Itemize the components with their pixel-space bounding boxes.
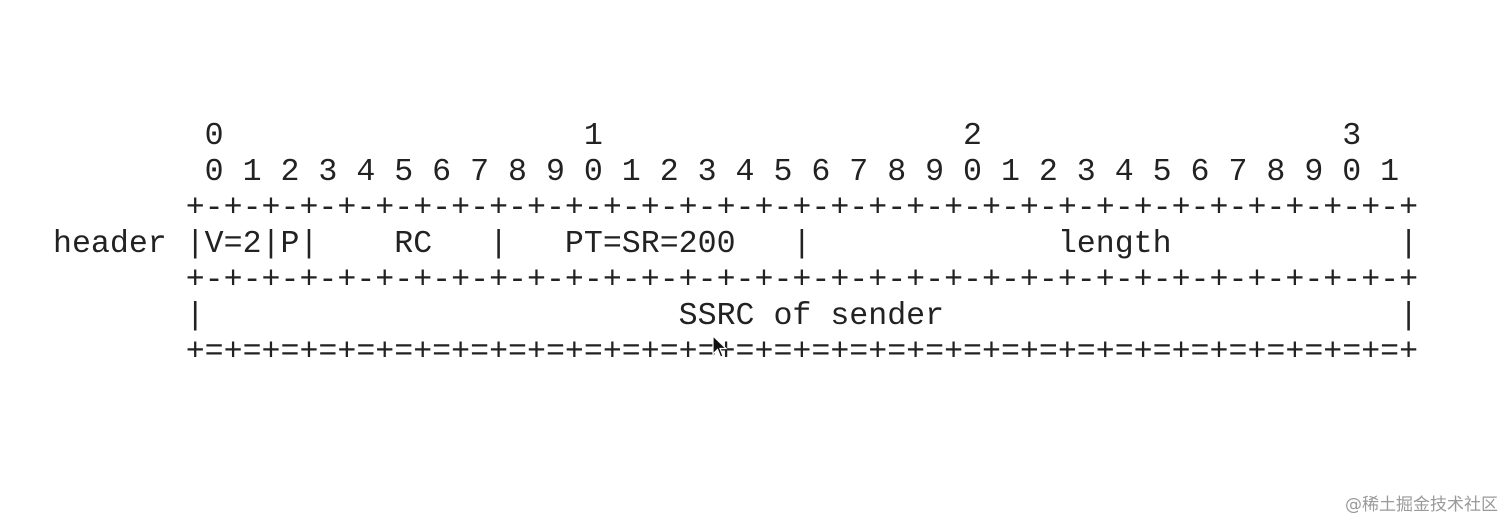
section-border-row: +=+=+=+=+=+=+=+=+=+=+=+=+=+=+=+=+=+=+=+=… [53, 335, 1419, 370]
border-row: +-+-+-+-+-+-+-+-+-+-+-+-+-+-+-+-+-+-+-+-… [53, 191, 1419, 226]
watermark: @稀土掘金技术社区 [1345, 495, 1498, 515]
octet-index-row: 0 1 2 3 [53, 119, 1362, 154]
rtcp-sr-header-diagram: 0 1 2 3 0 1 2 3 4 5 6 7 8 9 0 1 2 3 4 5 … [53, 119, 1418, 371]
border-row: +-+-+-+-+-+-+-+-+-+-+-+-+-+-+-+-+-+-+-+-… [53, 263, 1419, 298]
ssrc-row: | SSRC of sender | [53, 299, 1419, 334]
mouse-pointer-icon [712, 335, 728, 358]
header-fields-row: header |V=2|P| RC | PT=SR=200 | length | [53, 227, 1419, 262]
bit-index-row: 0 1 2 3 4 5 6 7 8 9 0 1 2 3 4 5 6 7 8 9 … [53, 155, 1400, 190]
